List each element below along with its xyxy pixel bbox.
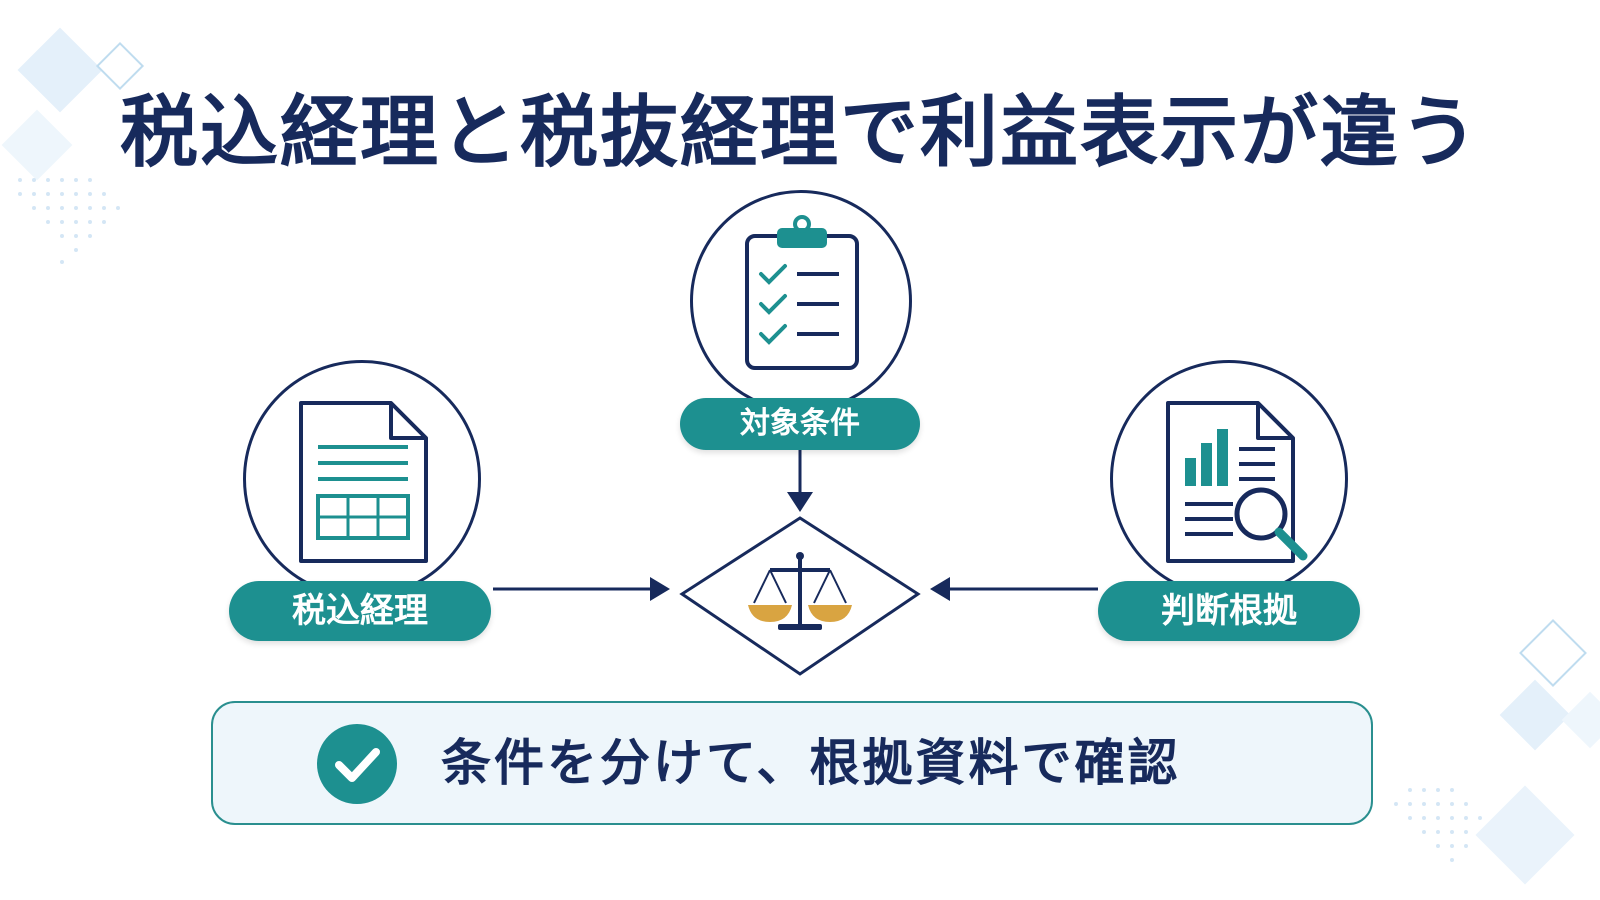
node-judgment-basis-label: 判断根拠 <box>1098 581 1360 641</box>
node-tax-inclusive-circle <box>243 360 481 598</box>
check-circle-icon <box>317 724 397 804</box>
arrow-top-to-center <box>787 450 813 512</box>
page-title: 税込経理と税抜経理で利益表示が違う <box>119 88 1480 178</box>
spreadsheet-document-icon <box>299 401 428 563</box>
summary-banner: 条件を分けて、根拠資料で確認 <box>211 701 1373 825</box>
arrow-right-to-center <box>930 577 1098 601</box>
node-target-conditions-label: 対象条件 <box>680 398 920 450</box>
node-tax-inclusive-label: 税込経理 <box>229 581 491 641</box>
arrow-left-to-center <box>493 577 670 601</box>
decor-bottom-right <box>1394 619 1600 885</box>
node-target-conditions-circle <box>690 190 912 412</box>
balance-scale-icon <box>748 552 852 630</box>
summary-text: 条件を分けて、根拠資料で確認 <box>441 734 1181 792</box>
report-magnifier-icon <box>1166 401 1308 563</box>
clipboard-checklist-icon <box>745 215 859 370</box>
node-judgment-basis-circle <box>1110 360 1348 598</box>
